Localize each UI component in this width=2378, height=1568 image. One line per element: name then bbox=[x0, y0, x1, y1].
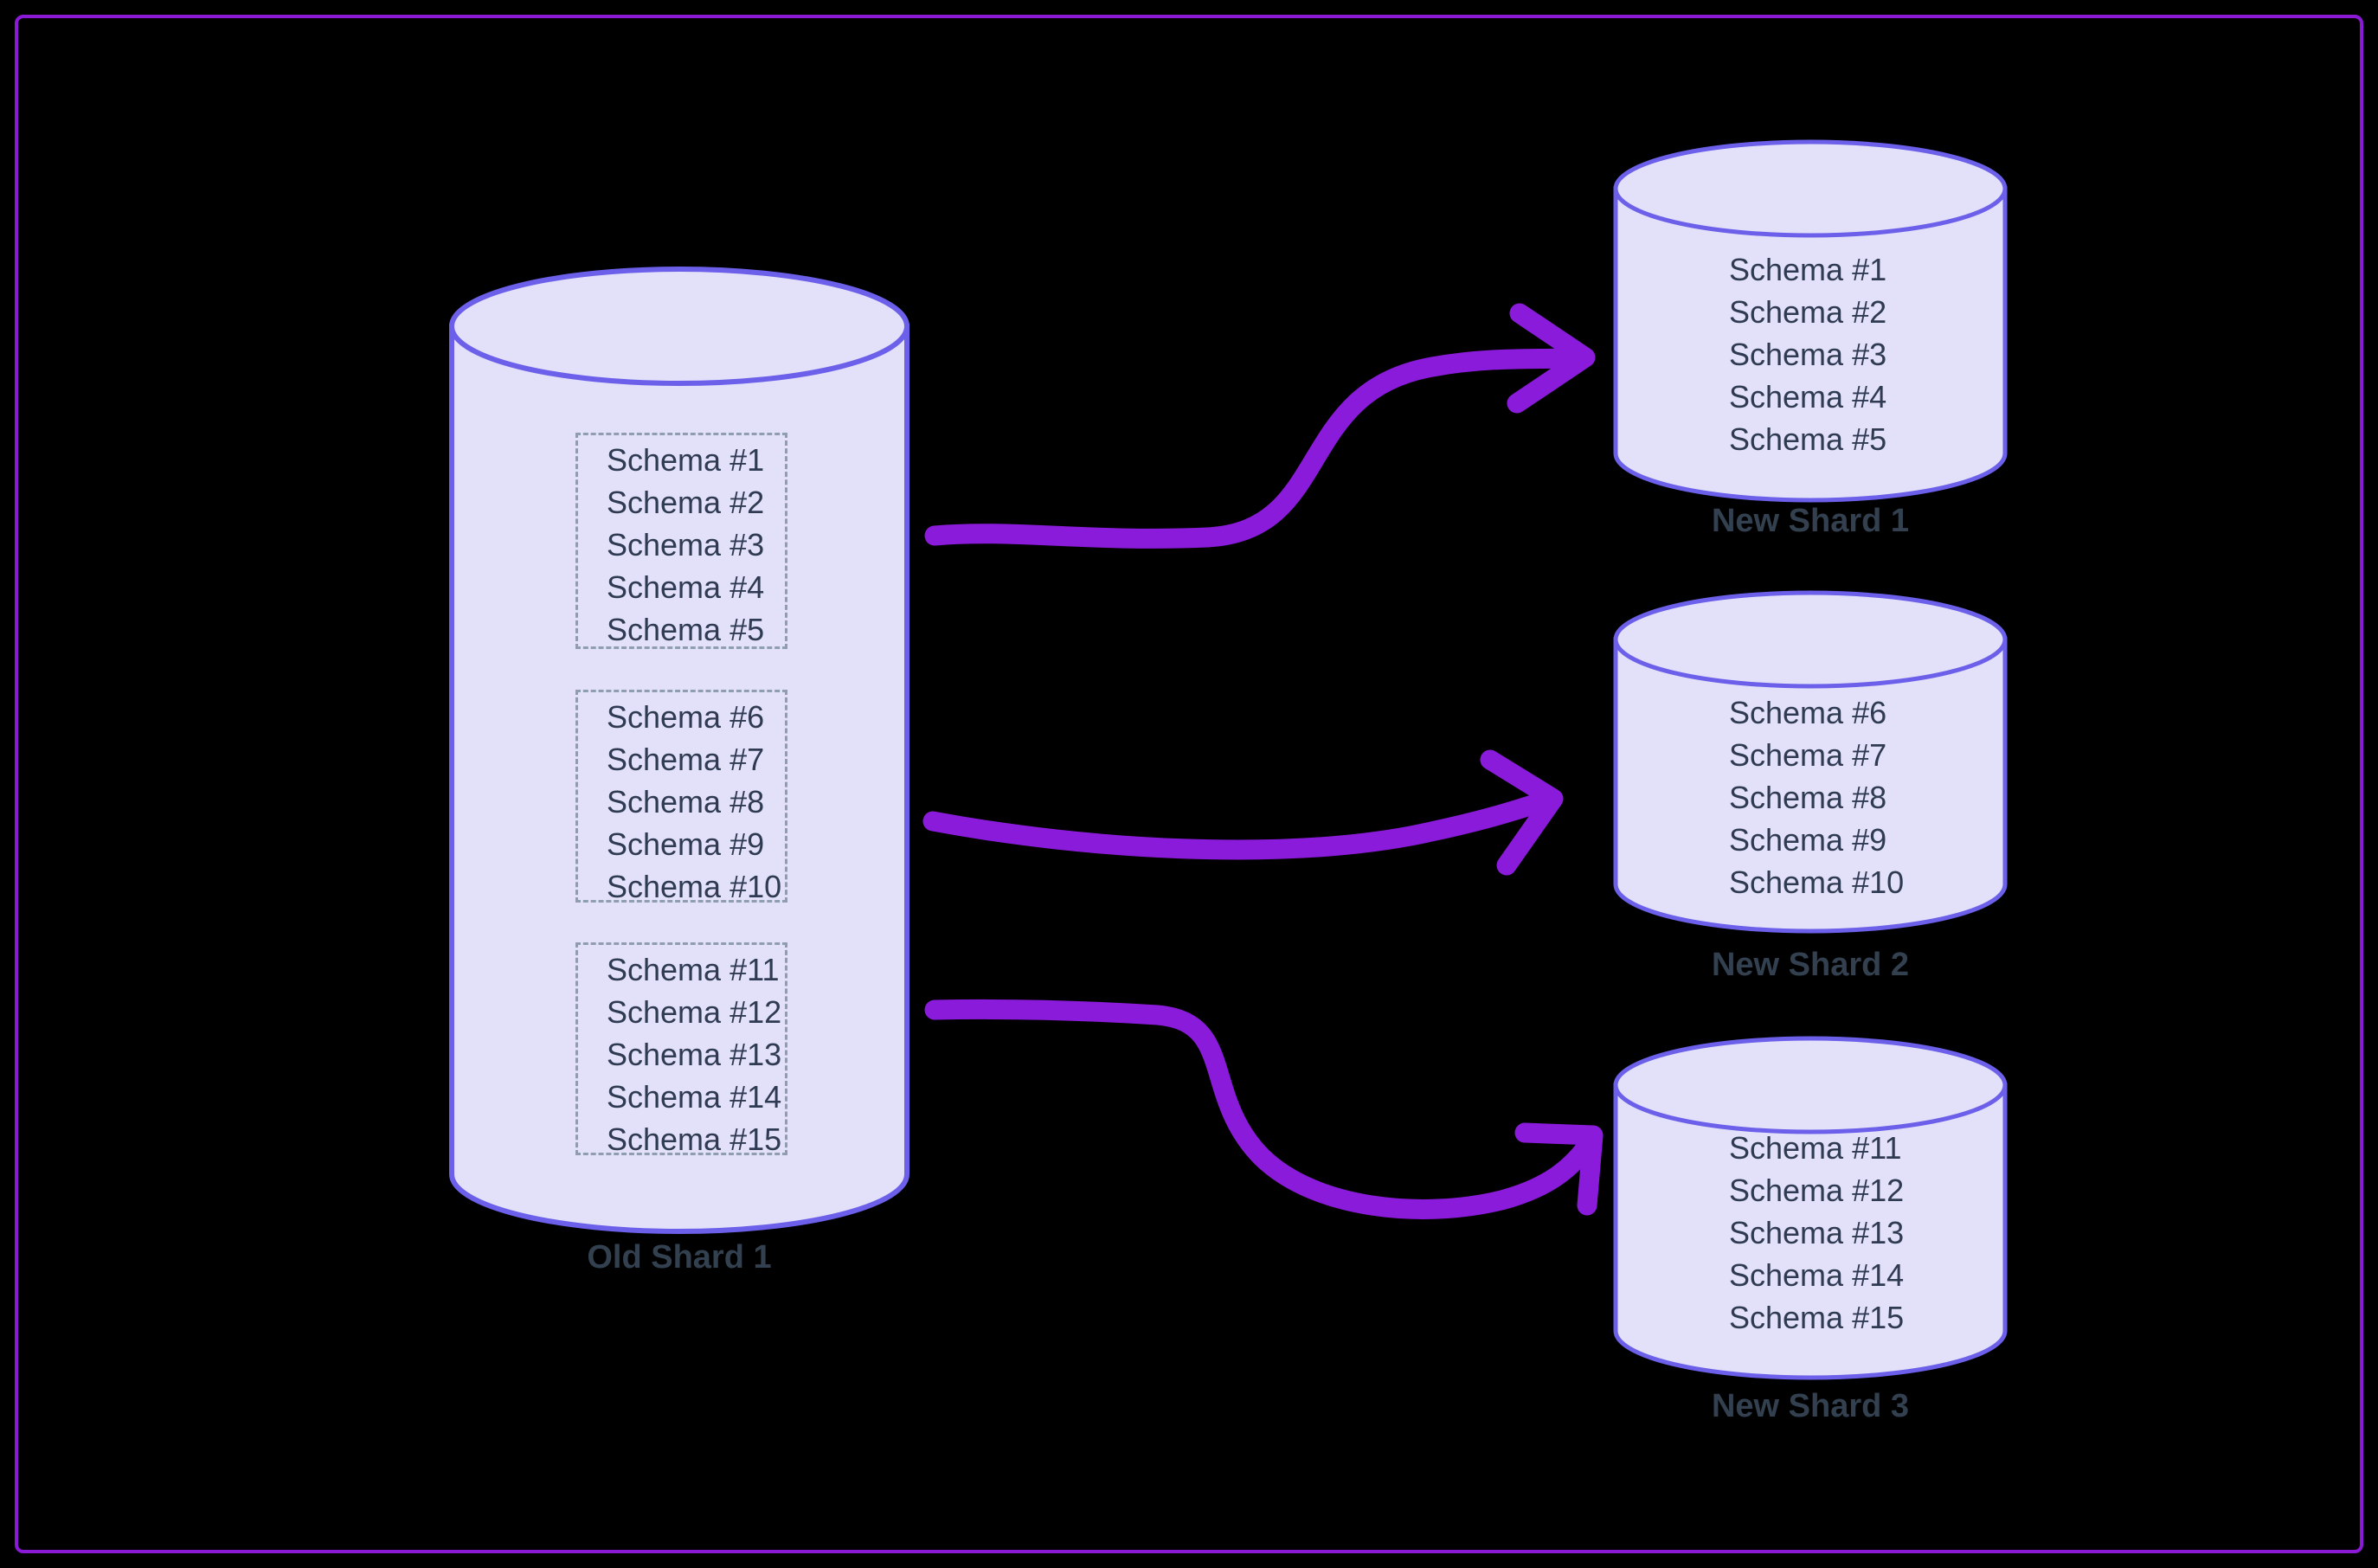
migration-arrow-1-icon bbox=[924, 303, 1596, 549]
schema-label: Schema #9 bbox=[607, 826, 765, 862]
schema-label: Schema #9 bbox=[1729, 822, 1887, 858]
old-shard-label: Old Shard 1 bbox=[587, 1239, 772, 1276]
schema-label: Schema #5 bbox=[1729, 421, 1887, 457]
schema-label: Schema #6 bbox=[1729, 695, 1887, 730]
schema-label: Schema #13 bbox=[607, 1037, 782, 1072]
migration-arrow-2-head bbox=[1480, 749, 1564, 876]
migration-arrow-1-head bbox=[1507, 303, 1596, 414]
new-shard-3-label: New Shard 3 bbox=[1711, 1388, 1910, 1424]
schema-label: Schema #1 bbox=[1729, 252, 1887, 287]
schema-label: Schema #12 bbox=[607, 994, 782, 1030]
old-shard-cylinder bbox=[449, 267, 909, 1234]
new-shard-3-cylinder-body bbox=[1613, 1083, 2008, 1380]
new-shard-2-cylinder bbox=[1613, 590, 2008, 934]
schema-label: Schema #10 bbox=[1729, 864, 1905, 900]
schema-label: Schema #7 bbox=[1729, 737, 1887, 773]
migration-arrow-3-head bbox=[1514, 1122, 1604, 1216]
schema-label: Schema #11 bbox=[1729, 1130, 1902, 1166]
schema-label: Schema #3 bbox=[1729, 337, 1887, 372]
old-shard-group-2-box: Schema #6 Schema #7 Schema #8 Schema #9 … bbox=[575, 690, 787, 904]
schema-label: Schema #6 bbox=[607, 699, 765, 735]
new-shard-1-schema-list: Schema #1 Schema #2 Schema #3 Schema #4 … bbox=[1729, 248, 1886, 460]
schema-label: Schema #3 bbox=[607, 527, 765, 562]
migration-arrow-3-shaft bbox=[924, 999, 1603, 1219]
new-shard-3-cylinder-top bbox=[1613, 1036, 2008, 1134]
new-shard-2-cylinder-top bbox=[1613, 590, 2008, 689]
new-shard-1-cylinder-body bbox=[1613, 186, 2008, 503]
old-shard-group-3-box: Schema #11 Schema #12 Schema #13 Schema … bbox=[575, 942, 787, 1157]
schema-label: Schema #15 bbox=[607, 1121, 782, 1157]
schema-label: Schema #8 bbox=[1729, 780, 1887, 815]
schema-label: Schema #1 bbox=[607, 442, 765, 478]
new-shard-2-schema-list: Schema #6 Schema #7 Schema #8 Schema #9 … bbox=[1729, 691, 1904, 903]
schema-label: Schema #13 bbox=[1729, 1215, 1905, 1250]
schema-label: Schema #4 bbox=[607, 569, 765, 605]
schema-label: Schema #2 bbox=[607, 485, 765, 520]
new-shard-2-cylinder-body bbox=[1613, 637, 2008, 934]
new-shard-3-schema-list: Schema #11 Schema #12 Schema #13 Schema … bbox=[1729, 1127, 1904, 1339]
old-shard-cylinder-body bbox=[449, 324, 909, 1234]
schema-label: Schema #4 bbox=[1729, 379, 1887, 414]
old-shard-group-1-box: Schema #1 Schema #2 Schema #3 Schema #4 … bbox=[575, 433, 787, 649]
old-shard-cylinder-top bbox=[449, 267, 909, 386]
schema-label: Schema #14 bbox=[607, 1079, 782, 1115]
migration-arrow-3-icon bbox=[924, 999, 1604, 1219]
schema-label: Schema #7 bbox=[607, 742, 765, 777]
schema-label: Schema #11 bbox=[607, 952, 780, 987]
schema-label: Schema #5 bbox=[607, 612, 765, 647]
new-shard-1-label: New Shard 1 bbox=[1711, 503, 1910, 539]
schema-label: Schema #8 bbox=[607, 784, 765, 819]
new-shard-1-cylinder bbox=[1613, 139, 2008, 503]
schema-label: Schema #2 bbox=[1729, 294, 1887, 330]
schema-label: Schema #15 bbox=[1729, 1300, 1905, 1335]
new-shard-2-label: New Shard 2 bbox=[1711, 947, 1910, 983]
schema-label: Schema #14 bbox=[1729, 1257, 1905, 1293]
migration-arrow-1-shaft bbox=[924, 348, 1590, 549]
schema-label: Schema #10 bbox=[607, 869, 782, 904]
migration-arrow-2-icon bbox=[922, 749, 1564, 876]
schema-label: Schema #12 bbox=[1729, 1173, 1905, 1208]
migration-arrow-2-shaft bbox=[922, 788, 1561, 860]
new-shard-1-cylinder-top bbox=[1613, 139, 2008, 238]
new-shard-3-cylinder bbox=[1613, 1036, 2008, 1380]
